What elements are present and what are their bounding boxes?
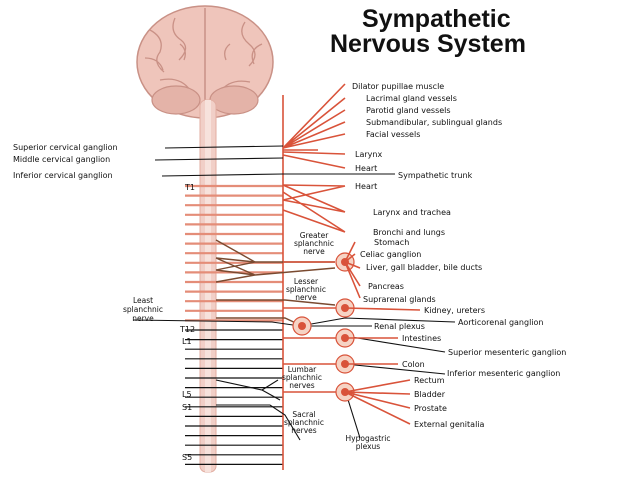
sacral-splanchnic-label-3: nerves [291, 426, 317, 435]
sacral-splanchnic-label-2: splanchnic [284, 418, 324, 427]
vertebral-column-segments [185, 184, 283, 465]
target-larynx: Larynx [355, 150, 382, 159]
target-kidney: Kidney, ureters [424, 306, 485, 315]
target-heart-2: Heart [355, 182, 377, 191]
title-line-1: Sympathetic [362, 5, 511, 33]
title-line-2: Nervous System [330, 30, 526, 58]
greater-splanchnic-label-2: splanchnic [294, 239, 334, 248]
target-bladder: Bladder [414, 390, 446, 399]
target-bronchi: Bronchi and lungs [373, 228, 445, 237]
least-splanchnic-label-2: splanchnic [123, 305, 163, 314]
least-splanchnic-label-1: Least [133, 296, 153, 305]
target-genitalia: External genitalia [414, 420, 485, 429]
greater-splanchnic-label-1: Greater [300, 231, 329, 240]
target-inferior-mesenteric: Inferior mesenteric ganglion [447, 369, 560, 378]
target-prostate: Prostate [414, 404, 447, 413]
inferior-cervical-ganglion-label: Inferior cervical ganglion [13, 171, 113, 180]
target-submandibular: Submandibular, sublingual glands [366, 118, 502, 127]
level-s1: S1 [182, 403, 192, 412]
level-t12: T12 [179, 325, 195, 334]
target-larynx-trachea: Larynx and trachea [373, 208, 451, 217]
target-aorticorenal: Aorticorenal ganglion [458, 318, 543, 327]
target-heart-1: Heart [355, 164, 377, 173]
lumbar-splanchnic-label-1: Lumbar [288, 365, 317, 374]
level-l1: L1 [182, 337, 192, 346]
lesser-splanchnic-label-1: Lesser [294, 277, 319, 286]
target-superior-mesenteric: Superior mesenteric ganglion [448, 348, 566, 357]
lumbar-splanchnic-label-2: splanchnic [282, 373, 322, 382]
target-rectum: Rectum [414, 376, 445, 385]
abdominal-branches [283, 241, 421, 425]
hypogastric-label-2: plexus [356, 442, 381, 451]
level-l5: L5 [182, 390, 192, 399]
target-liver: Liver, gall bladder, bile ducts [366, 263, 482, 272]
target-lacrimal: Lacrimal gland vessels [366, 94, 457, 103]
target-colon: Colon [402, 360, 425, 369]
target-suprarenal: Suprarenal glands [363, 295, 436, 304]
target-facial: Facial vessels [366, 130, 420, 139]
level-s5: S5 [182, 453, 192, 462]
lesser-splanchnic-label-3: nerve [295, 293, 317, 302]
target-pancreas: Pancreas [368, 282, 404, 291]
target-intestines: Intestines [402, 334, 441, 343]
greater-splanchnic-label-3: nerve [303, 247, 325, 256]
lesser-splanchnic-label-2: splanchnic [286, 285, 326, 294]
sympathetic-trunk-chain [282, 95, 318, 470]
lumbar-splanchnic-label-3: nerves [289, 381, 315, 390]
hypogastric-label-1: Hypogastric [346, 434, 391, 443]
superior-cervical-ganglion-label: Superior cervical ganglion [13, 143, 118, 152]
sacral-splanchnic-label-1: Sacral [292, 410, 315, 419]
target-parotid: Parotid gland vessels [366, 106, 451, 115]
brain-illustration [136, 5, 274, 119]
target-dilator: Dilator pupillae muscle [352, 82, 444, 91]
least-splanchnic-label-3: nerve [132, 314, 154, 323]
target-celiac: Celiac ganglion [360, 250, 421, 259]
target-sympathetic-trunk: Sympathetic trunk [398, 171, 473, 180]
target-stomach: Stomach [374, 238, 409, 247]
level-t1: T1 [184, 183, 195, 192]
target-renal-plexus: Renal plexus [374, 322, 425, 331]
middle-cervical-ganglion-label: Middle cervical ganglion [13, 155, 110, 164]
spinal-cord [199, 99, 217, 473]
head-branches [282, 83, 346, 233]
